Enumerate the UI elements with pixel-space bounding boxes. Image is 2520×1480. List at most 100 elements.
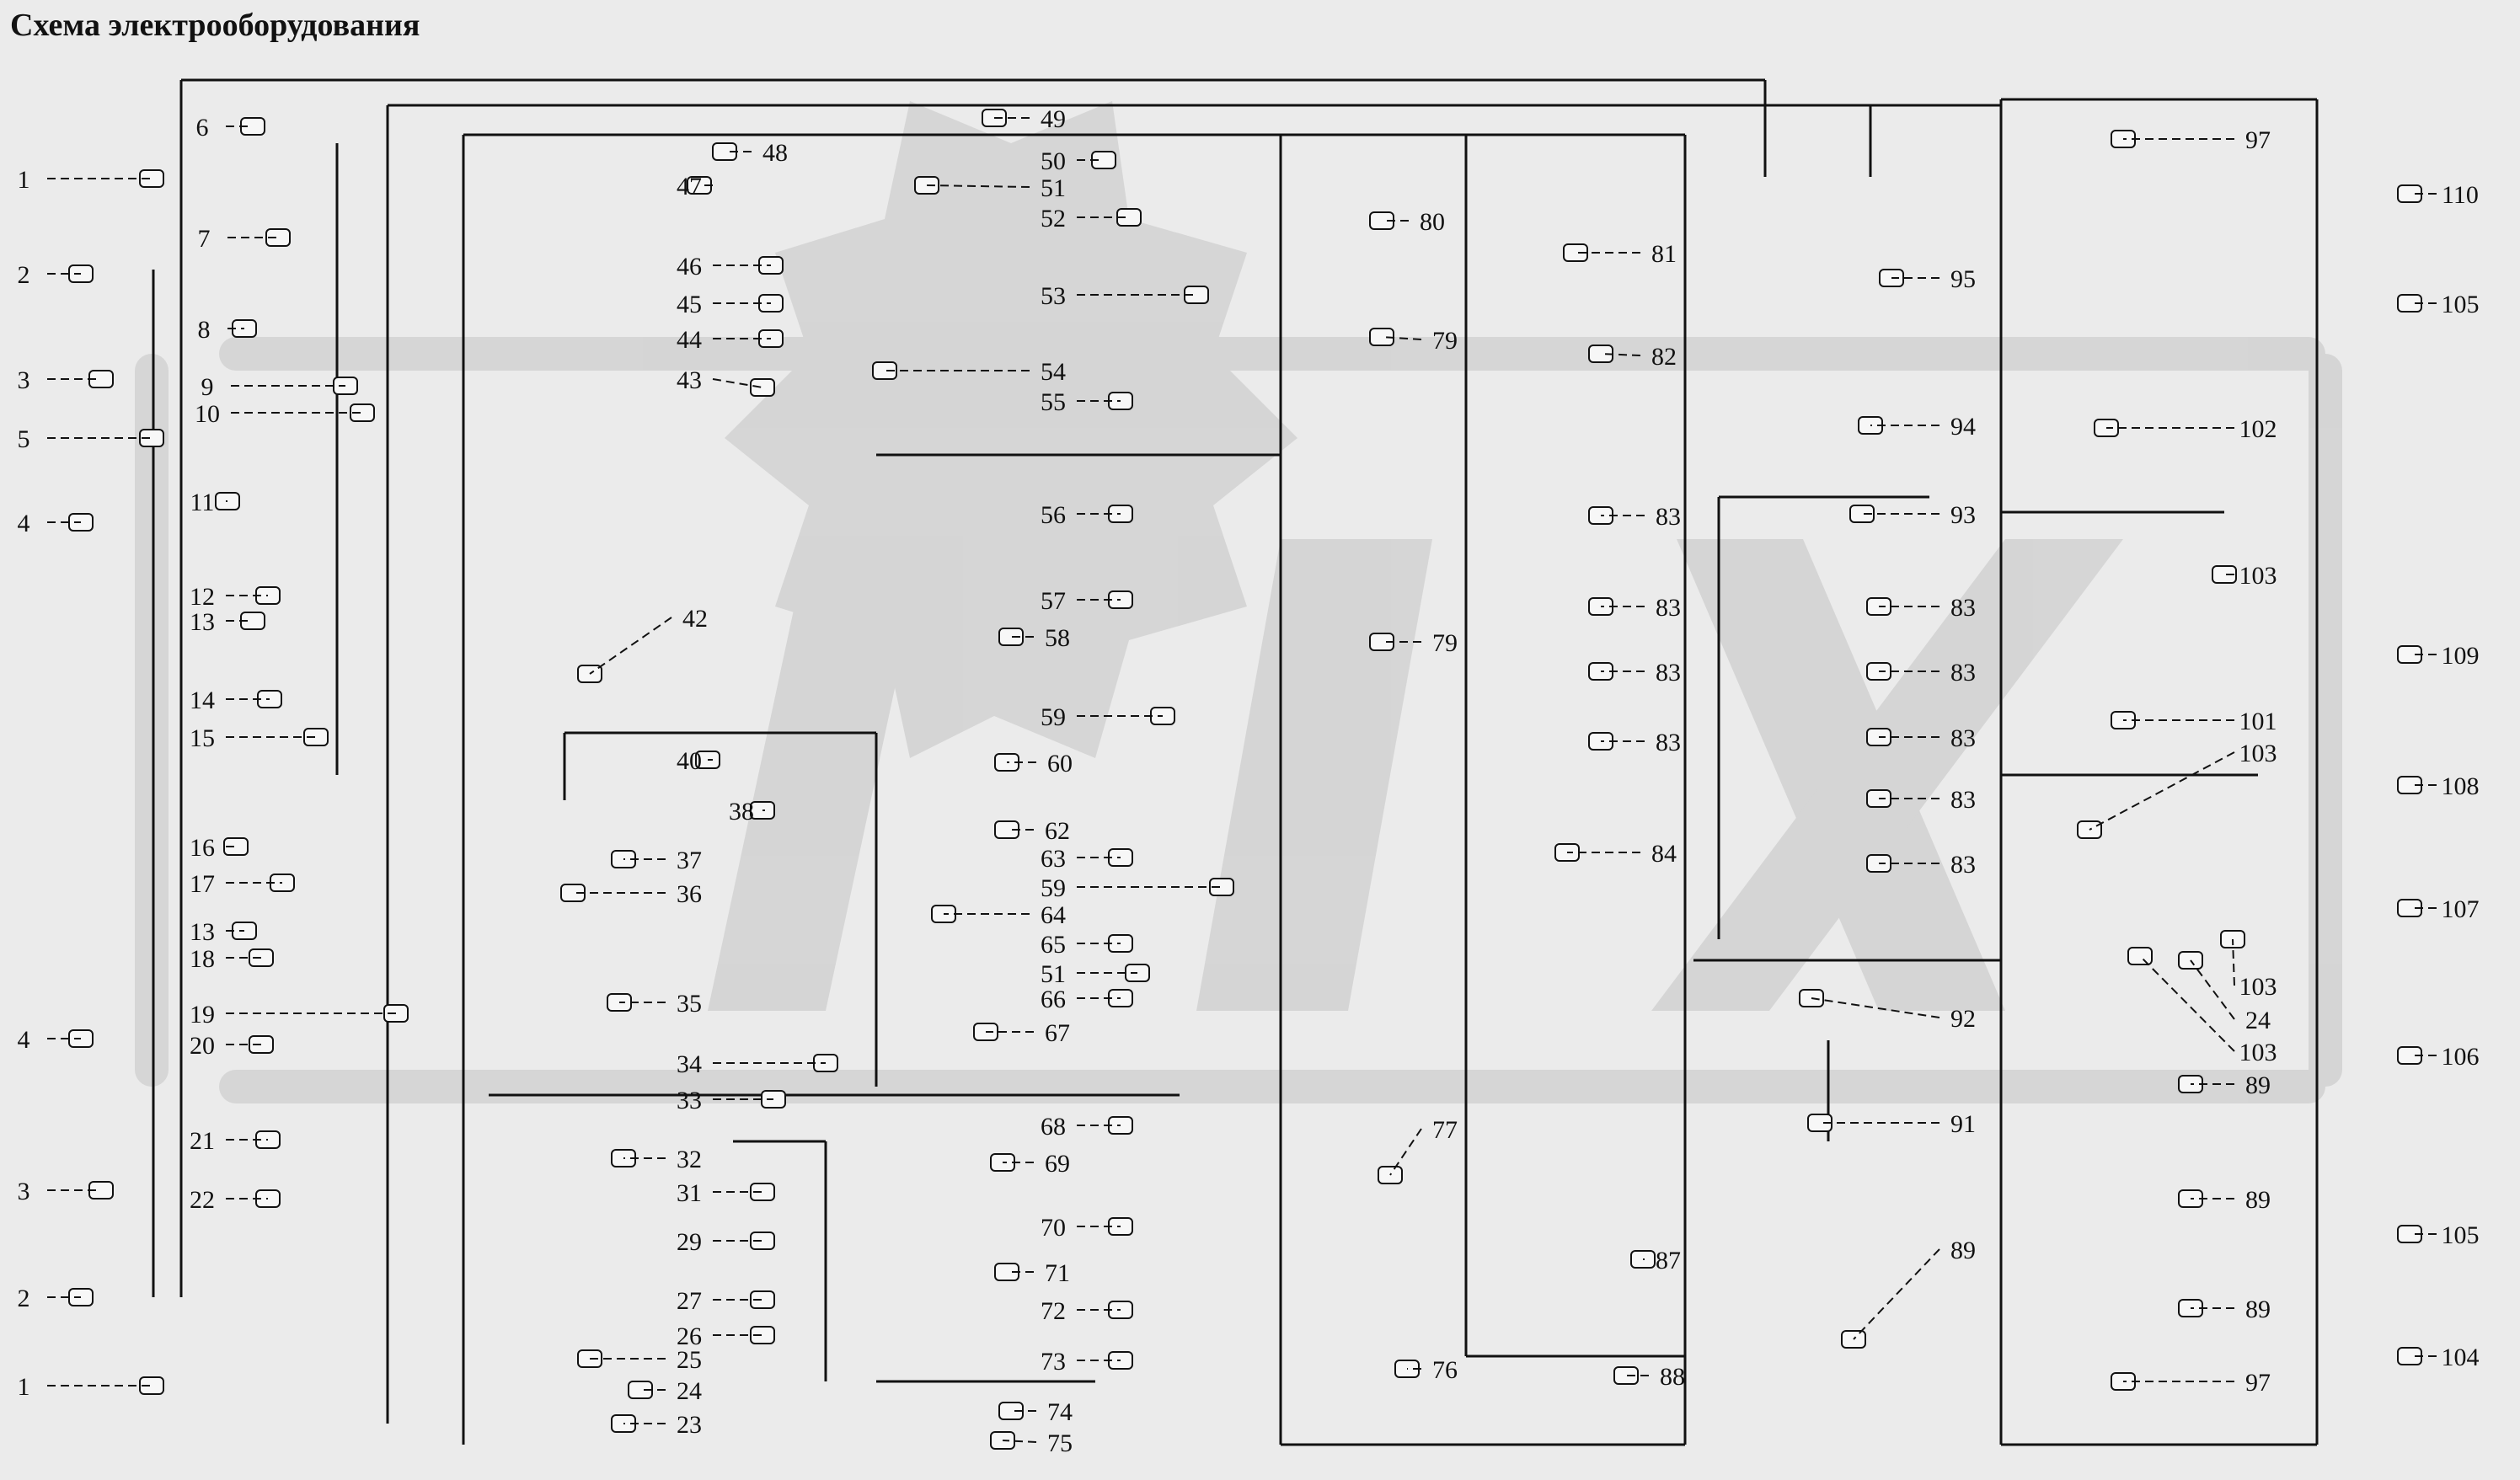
callout-number: 83 — [1950, 594, 1976, 622]
component-31 — [750, 1183, 775, 1201]
component-54 — [872, 361, 897, 380]
callout-number: 3 — [18, 366, 30, 394]
leader-line-24 — [2190, 959, 2235, 1020]
callout-number: 83 — [1950, 851, 1976, 879]
callout-number: 84 — [1651, 840, 1677, 868]
callout-number: 12 — [190, 583, 215, 611]
callout-number: 55 — [1041, 388, 1066, 416]
callout-number: 14 — [190, 687, 215, 714]
callout-number: 72 — [1041, 1297, 1066, 1325]
callout-number: 65 — [1041, 931, 1066, 959]
callout-number: 21 — [190, 1127, 215, 1155]
callout-number: 36 — [677, 880, 702, 908]
callout-number: 10 — [195, 400, 220, 428]
leader-line-92 — [1811, 997, 1940, 1018]
callout-number: 97 — [2245, 1369, 2271, 1397]
callout-number: 9 — [201, 373, 214, 401]
callout-number: 25 — [677, 1346, 702, 1374]
callout-number: 79 — [1432, 629, 1458, 657]
callout-number: 40 — [677, 747, 702, 775]
callout-number: 48 — [762, 139, 788, 167]
callout-number: 104 — [2442, 1344, 2480, 1371]
callout-number: 31 — [677, 1179, 702, 1207]
callout-number: 2 — [18, 1285, 30, 1312]
callout-number: 53 — [1041, 282, 1066, 310]
callout-number: 83 — [1656, 594, 1681, 622]
callout-number: 3 — [18, 1178, 30, 1205]
component-7 — [265, 228, 291, 247]
component-93 — [1849, 505, 1875, 523]
callout-number: 22 — [190, 1186, 215, 1214]
callout-number: 19 — [190, 1001, 215, 1029]
callout-number: 107 — [2442, 895, 2480, 923]
callout-number: 81 — [1651, 240, 1677, 268]
component-51 — [914, 176, 939, 195]
callout-number: 1 — [18, 166, 30, 194]
callout-number: 13 — [190, 918, 215, 946]
leader-line-51 — [926, 184, 1030, 188]
callout-number: 83 — [1950, 724, 1976, 752]
callout-number: 102 — [2239, 415, 2277, 443]
callout-number: 87 — [1656, 1247, 1681, 1274]
leader-line-77 — [1389, 1128, 1422, 1176]
callout-number: 108 — [2442, 772, 2480, 800]
callout-number: 70 — [1041, 1214, 1066, 1242]
callout-number: 37 — [677, 847, 702, 874]
callout-number: 82 — [1651, 343, 1677, 371]
callout-number: 101 — [2239, 708, 2277, 735]
callout-number: 91 — [1950, 1110, 1976, 1138]
callout-number: 38 — [729, 798, 754, 825]
frame-lines — [152, 78, 2319, 1446]
callout-number: 105 — [2442, 291, 2480, 318]
callout-number: 79 — [1432, 327, 1458, 355]
callout-number: 64 — [1041, 901, 1066, 929]
callout-number: 59 — [1041, 703, 1066, 731]
callout-number: 103 — [2239, 973, 2277, 1001]
callout-number: 71 — [1045, 1259, 1070, 1287]
callout-number: 46 — [677, 253, 702, 281]
callout-number: 92 — [1950, 1005, 1976, 1033]
callout-number: 4 — [18, 510, 30, 537]
callout-number: 105 — [2442, 1221, 2480, 1249]
component-16 — [223, 837, 249, 856]
leader-line-82 — [1600, 353, 1641, 356]
leader-line-42 — [589, 617, 672, 675]
callout-number: 45 — [677, 291, 702, 318]
callout-number: 35 — [677, 990, 702, 1018]
callout-number: 17 — [190, 870, 215, 898]
callout-number: 89 — [2245, 1186, 2271, 1214]
callout-number: 56 — [1041, 501, 1066, 529]
callout-number: 93 — [1950, 501, 1976, 529]
callout-number: 43 — [677, 366, 702, 394]
callout-number: 27 — [677, 1287, 702, 1315]
component-26 — [750, 1326, 775, 1344]
callout-number: 42 — [682, 605, 708, 633]
component-10 — [350, 403, 375, 422]
callout-number: 103 — [2239, 562, 2277, 590]
callout-number: 32 — [677, 1146, 702, 1173]
callout-number: 5 — [18, 425, 30, 453]
callout-number: 75 — [1047, 1429, 1073, 1457]
callout-number: 26 — [677, 1322, 702, 1350]
callout-number: 63 — [1041, 845, 1066, 873]
leader-line-103 — [2089, 751, 2235, 831]
callout-number: 16 — [190, 834, 215, 862]
callout-number: 8 — [198, 316, 211, 344]
callout-number: 69 — [1045, 1150, 1070, 1178]
component-43 — [750, 378, 775, 397]
leader-line-89 — [1853, 1248, 1940, 1340]
callout-number: 18 — [190, 945, 215, 973]
callout-number: 103 — [2239, 740, 2277, 767]
callout-number: 24 — [677, 1377, 702, 1405]
callout-number: 1 — [18, 1373, 30, 1401]
callout-number: 110 — [2442, 181, 2479, 209]
callout-number: 103 — [2239, 1039, 2277, 1066]
callout-number: 58 — [1045, 624, 1070, 652]
callout-number: 76 — [1432, 1356, 1458, 1384]
callout-number: 54 — [1041, 358, 1066, 386]
callout-number: 67 — [1045, 1019, 1070, 1047]
callout-number: 51 — [1041, 174, 1066, 202]
callout-number: 74 — [1047, 1398, 1073, 1426]
callout-number: 83 — [1656, 729, 1681, 756]
